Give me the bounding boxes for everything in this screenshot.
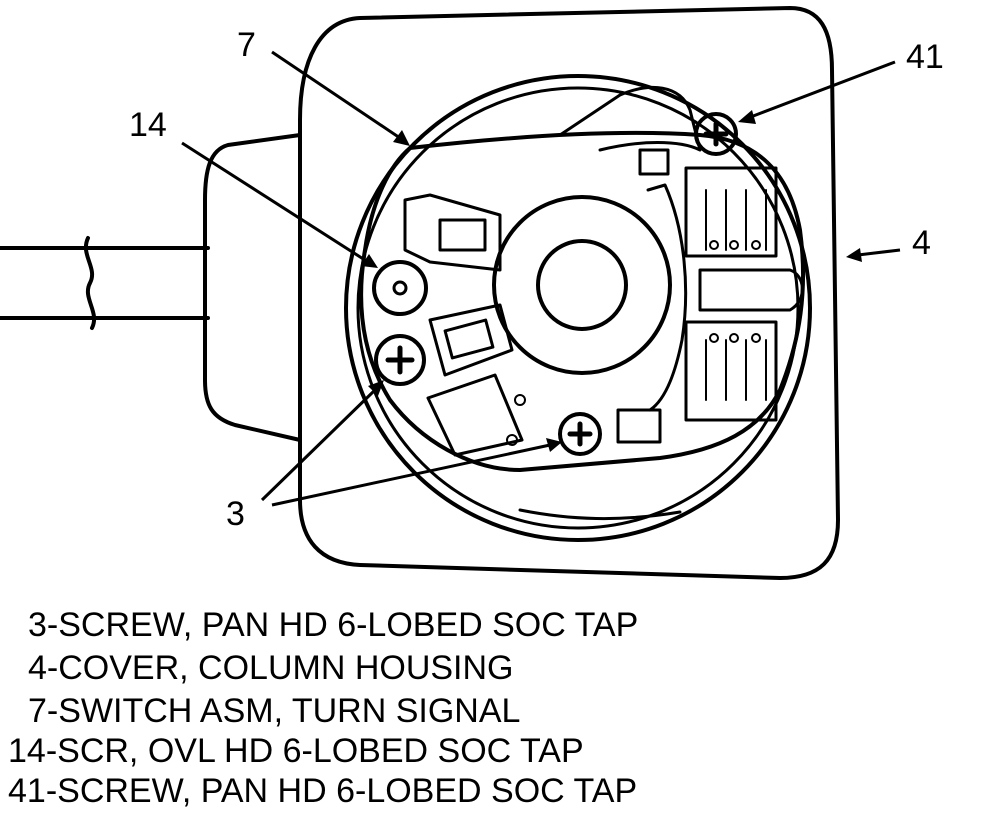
legend-item-14: 14-SCR, OVL HD 6-LOBED SOC TAP: [8, 732, 584, 770]
column-shaft: [0, 236, 210, 330]
leader-14: [181, 141, 378, 268]
callout-14: 14: [129, 106, 167, 144]
screw-14: [372, 260, 428, 316]
screw-41: [694, 112, 738, 156]
callout-4: 4: [912, 224, 931, 262]
leader-4: [846, 248, 901, 262]
lower-tab: [616, 408, 662, 444]
turn-signal-switch-diagram: 7 14 41 4 3: [0, 6, 944, 580]
callout-41: 41: [906, 38, 944, 76]
contact-block-lower: [684, 320, 778, 422]
contact-block-upper: [684, 166, 778, 258]
upper-tab: [638, 148, 670, 176]
legend-item-7: 7-SWITCH ASM, TURN SIGNAL: [28, 692, 521, 730]
switch-inner-ring: [356, 86, 800, 530]
switch-hub-outer: [492, 195, 672, 375]
screw-3-bottom: [558, 412, 602, 456]
legend-item-41: 41-SCREW, PAN HD 6-LOBED SOC TAP: [8, 772, 638, 810]
diagram-drawing: [0, 6, 901, 580]
switch-hub-inner: [536, 239, 628, 331]
screw-3-left: [374, 334, 426, 386]
leader-3-bottom: [271, 438, 562, 507]
leader-41: [738, 60, 896, 124]
turn-signal-switch-body: [359, 130, 806, 472]
lower-arc-slot: [518, 508, 682, 521]
switch-outer-ring: [344, 74, 812, 542]
upper-connector: [403, 193, 502, 272]
lower-left-module: [426, 373, 526, 457]
column-housing-body: [203, 133, 302, 442]
lower-connector: [428, 303, 514, 377]
callout-3: 3: [226, 495, 245, 533]
parts-legend: 3-SCREW, PAN HD 6-LOBED SOC TAP 4-COVER,…: [0, 598, 992, 820]
leader-7: [271, 50, 410, 146]
cancel-cam-shroud: [558, 85, 702, 152]
column-housing-cover: [298, 6, 840, 580]
legend-item-3: 3-SCREW, PAN HD 6-LOBED SOC TAP: [28, 606, 639, 644]
callout-7: 7: [237, 26, 256, 64]
side-arc-guide: [646, 183, 688, 412]
leader-3-left: [260, 380, 384, 502]
center-actuator: [698, 268, 804, 312]
legend-item-4: 4-COVER, COLUMN HOUSING: [28, 649, 514, 687]
